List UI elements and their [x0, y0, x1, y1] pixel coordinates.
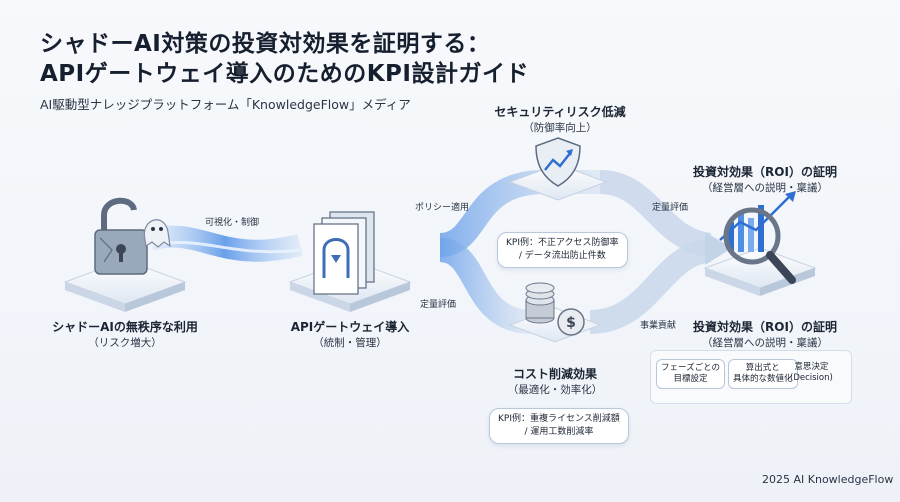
kpi-security-line2: / データ流出防止件数	[518, 251, 606, 261]
kpi-cost: KPI例：重複ライセンス削減額 / 運用工数削減率	[489, 408, 629, 444]
step-quantification: 算出式と 具体的な数値化	[728, 359, 798, 389]
step-quant-line2: 具体的な数値化	[733, 374, 793, 384]
edge-visualize: 可視化・制御	[205, 218, 260, 228]
title-line-2: APIゲートウェイ導入のためのKPI設計ガイド	[40, 61, 529, 87]
kpi-security-line1: KPI例：不正アクセス防御率	[506, 238, 619, 248]
svg-text:$: $	[566, 315, 576, 331]
gateway-label: APIゲートウェイ導入	[290, 320, 410, 334]
edge-policy: ポリシー適用	[415, 203, 470, 213]
edge-quant-bottom: 定量評価	[420, 300, 457, 310]
shadow-ai-sublabel: （リスク増大）	[88, 337, 162, 349]
roi-bottom-label: 投資対効果（ROI）の証明	[693, 320, 837, 334]
step-decision: 意思決定 (Decision)	[790, 362, 833, 384]
security-sublabel: （防御率向上）	[523, 122, 597, 134]
step-goal-line2: 目標設定	[673, 374, 708, 384]
edge-contribution: 事業貢献	[640, 321, 677, 331]
title-line-1: シャドーAI対策の投資対効果を証明する：	[40, 31, 491, 57]
step-goal-setting: フェーズごとの 目標設定	[656, 359, 725, 389]
step-decision-line2: (Decision)	[790, 373, 833, 383]
roi-top-label: 投資対効果（ROI）の証明	[693, 165, 837, 179]
kpi-cost-line2: / 運用工数削減率	[524, 427, 594, 437]
footer-credit: 2025 AI KnowledgeFlow	[762, 473, 894, 486]
roi-bottom-sublabel: （経営層への説明・稟議）	[702, 337, 828, 349]
gateway-sublabel: （統制・管理）	[313, 337, 387, 349]
security-label: セキュリティリスク低減	[494, 105, 626, 119]
cost-sublabel: （最適化・効率化）	[507, 384, 603, 396]
kpi-security: KPI例：不正アクセス防御率 / データ流出防止件数	[497, 232, 628, 268]
subtitle: AI駆動型ナレッジプラットフォーム「KnowledgeFlow」メディア	[40, 97, 411, 112]
step-quant-line1: 算出式と	[745, 363, 780, 373]
roi-top-sublabel: （経営層への説明・稟議）	[702, 182, 828, 194]
shadow-ai-label: シャドーAIの無秩序な利用	[52, 320, 198, 334]
step-decision-line1: 意思決定	[794, 362, 829, 372]
edge-quant-top: 定量評価	[652, 203, 689, 213]
step-goal-line1: フェーズごとの	[661, 363, 720, 373]
kpi-cost-line1: KPI例：重複ライセンス削減額	[498, 414, 620, 424]
cost-label: コスト削減効果	[512, 367, 597, 381]
